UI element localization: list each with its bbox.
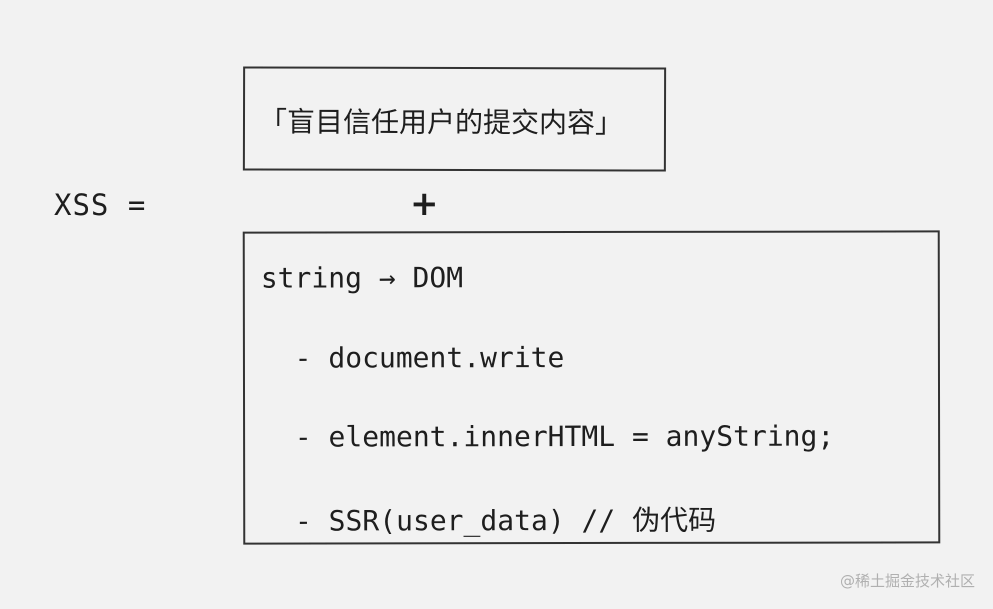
code-line-document-write: - document.write — [260, 341, 565, 375]
code-line-inner-html: - element.innerHTML = anyString; — [261, 419, 835, 454]
watermark: @稀土掘金技术社区 — [839, 572, 975, 590]
trust-user-input-box: 「盲目信任用户的提交内容」 — [242, 66, 667, 172]
plus-operator: + — [410, 184, 439, 224]
trust-user-input-label: 「盲目信任用户的提交内容」 — [258, 105, 624, 140]
string-to-dom-box: string → DOM - document.write - element.… — [242, 230, 941, 545]
code-line-ssr: - SSR(user_data) // 伪代码 — [261, 503, 717, 538]
code-line-string-to-dom: string → DOM — [260, 261, 464, 295]
equation-lhs: XSS = — [54, 188, 147, 222]
